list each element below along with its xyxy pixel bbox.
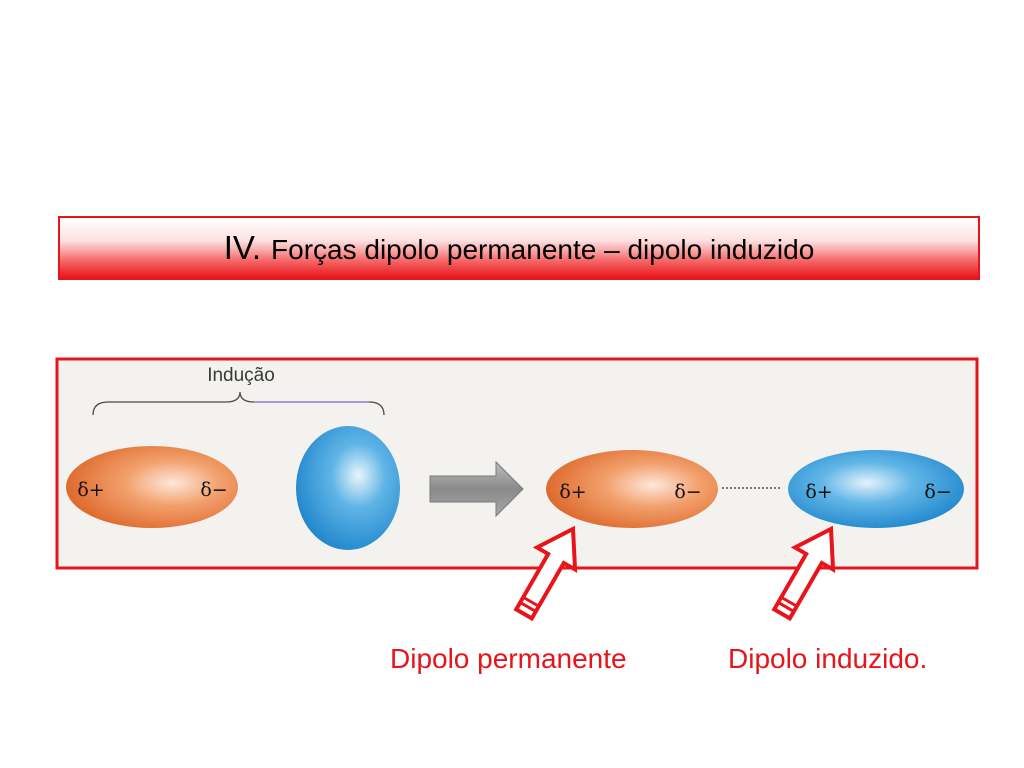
slide-title-numeral: IV. <box>223 229 262 266</box>
induced-dipole-molecule <box>788 450 964 528</box>
pointer-arrow-icon <box>771 525 836 622</box>
permanent-dipole-after-negative-charge: δ− <box>674 481 701 503</box>
slide-title-text: Forças dipolo permanente – dipolo induzi… <box>271 234 815 265</box>
permanent-dipole-molecule-after <box>546 450 718 528</box>
induction-brace <box>92 391 385 416</box>
pointer-arrow-icon <box>513 525 578 622</box>
permanent-dipole-positive-charge: δ+ <box>77 479 104 501</box>
induced-dipole-label: Dipolo induzido. <box>728 643 928 674</box>
slide-title-box: IV. Forças dipolo permanente – dipolo ind… <box>58 216 980 280</box>
permanent-dipole-label: Dipolo permanente <box>390 643 627 674</box>
transition-arrow-icon <box>429 460 524 518</box>
permanent-dipole-negative-charge: δ− <box>200 479 227 501</box>
permanent-dipole-after-positive-charge: δ+ <box>559 481 586 503</box>
slide-title: IV. Forças dipolo permanente – dipolo ind… <box>224 229 815 267</box>
induced-dipole-positive-charge: δ+ <box>805 481 832 503</box>
induced-dipole-negative-charge: δ− <box>924 481 951 503</box>
permanent-dipole-molecule <box>66 446 238 528</box>
nonpolar-molecule <box>296 426 400 550</box>
induction-label: Indução <box>207 365 275 386</box>
